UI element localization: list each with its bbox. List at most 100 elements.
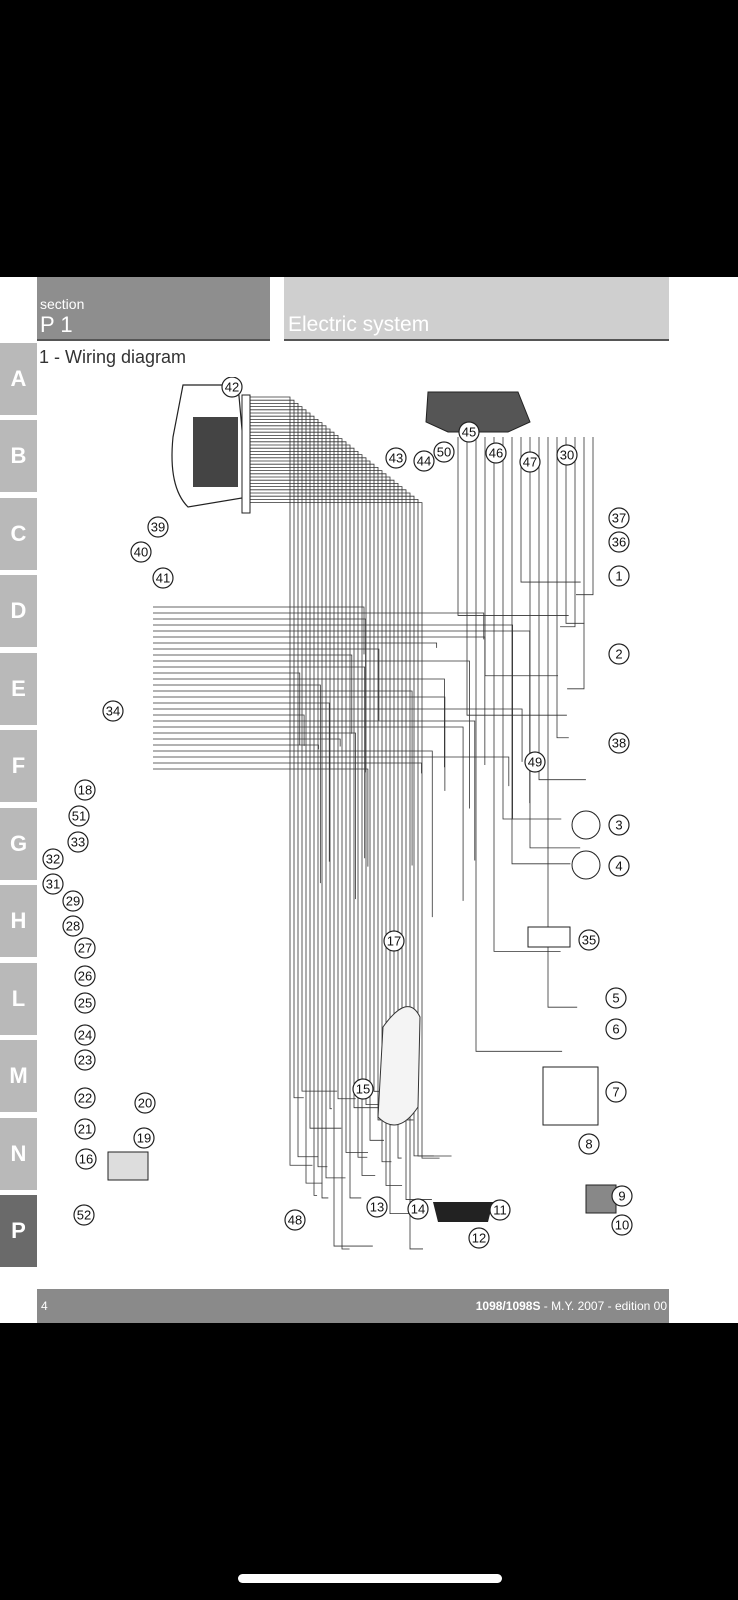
wire bbox=[153, 630, 531, 804]
wire bbox=[493, 437, 561, 952]
callout-7: 7 bbox=[605, 1081, 627, 1103]
callout-circle bbox=[605, 987, 627, 1009]
callout-22: 22 bbox=[74, 1087, 96, 1109]
diagram-title: 1 - Wiring diagram bbox=[39, 347, 187, 367]
callout-label: 19 bbox=[137, 1131, 151, 1146]
wire bbox=[250, 483, 402, 1159]
callout-42: 42 bbox=[221, 377, 243, 398]
callout-circle bbox=[42, 848, 64, 870]
wire bbox=[250, 492, 423, 1250]
wire bbox=[250, 419, 328, 1168]
fuel-tank-shape bbox=[377, 1006, 421, 1126]
wire bbox=[153, 696, 446, 791]
callout-2: 2 bbox=[608, 643, 630, 665]
callout-circle bbox=[608, 531, 630, 553]
callout-39: 39 bbox=[147, 516, 169, 538]
callout-circle bbox=[102, 700, 124, 722]
callout-circle bbox=[413, 450, 435, 472]
wire bbox=[565, 437, 585, 624]
tab-e[interactable]: E bbox=[0, 653, 37, 725]
wire bbox=[529, 437, 581, 849]
tab-c[interactable]: C bbox=[0, 498, 37, 570]
wire bbox=[250, 399, 304, 1099]
instrument-display bbox=[193, 417, 238, 487]
callout-43: 43 bbox=[385, 447, 407, 469]
wire bbox=[250, 473, 403, 1186]
section-label: section bbox=[40, 296, 85, 312]
callout-45: 45 bbox=[458, 421, 480, 443]
callout-19: 19 bbox=[133, 1127, 155, 1149]
callout-3: 3 bbox=[608, 814, 630, 836]
callout-label: 14 bbox=[411, 1202, 425, 1217]
callout-29: 29 bbox=[62, 890, 84, 912]
wire bbox=[250, 422, 329, 1199]
callout-20: 20 bbox=[134, 1092, 156, 1114]
callout-label: 33 bbox=[71, 835, 85, 850]
wire bbox=[484, 437, 559, 677]
callout-label: 2 bbox=[615, 647, 622, 662]
page-number: 4 bbox=[41, 1299, 48, 1313]
callout-label: 28 bbox=[66, 919, 80, 934]
callout-label: 32 bbox=[46, 852, 60, 867]
callout-label: 17 bbox=[387, 934, 401, 949]
callout-circle bbox=[134, 1092, 156, 1114]
callout-circle bbox=[407, 1198, 429, 1220]
callout-51: 51 bbox=[68, 805, 90, 827]
callout-label: 30 bbox=[560, 448, 574, 463]
tab-a[interactable]: A bbox=[0, 343, 37, 415]
callout-circle bbox=[152, 567, 174, 589]
wire bbox=[153, 720, 476, 861]
tab-d[interactable]: D bbox=[0, 575, 37, 647]
wire bbox=[153, 708, 523, 762]
tab-g[interactable]: G bbox=[0, 808, 37, 880]
callout-circle bbox=[74, 965, 96, 987]
callout-9: 9 bbox=[611, 1185, 633, 1207]
callout-label: 11 bbox=[493, 1203, 507, 1218]
callout-circle bbox=[74, 779, 96, 801]
callout-label: 51 bbox=[72, 809, 86, 824]
wire bbox=[153, 744, 319, 750]
callout-10: 10 bbox=[611, 1214, 633, 1236]
tab-h[interactable]: H bbox=[0, 885, 37, 957]
callout-23: 23 bbox=[74, 1049, 96, 1071]
callout-label: 45 bbox=[462, 425, 476, 440]
wire bbox=[153, 684, 321, 884]
wire bbox=[250, 499, 452, 1157]
tab-l[interactable]: L bbox=[0, 963, 37, 1035]
home-indicator[interactable] bbox=[238, 1574, 502, 1583]
wire bbox=[250, 396, 313, 1166]
tab-f[interactable]: F bbox=[0, 730, 37, 802]
callout-label: 10 bbox=[615, 1218, 629, 1233]
callout-14: 14 bbox=[407, 1198, 429, 1220]
model-name: 1098/1098S bbox=[475, 1299, 541, 1313]
callout-label: 29 bbox=[66, 894, 80, 909]
callout-label: 37 bbox=[612, 511, 626, 526]
callout-52: 52 bbox=[73, 1204, 95, 1226]
callout-label: 38 bbox=[612, 736, 626, 751]
fuse-box-shape bbox=[527, 926, 571, 948]
callout-18: 18 bbox=[74, 779, 96, 801]
callout-47: 47 bbox=[519, 451, 541, 473]
callout-circle bbox=[611, 1214, 633, 1236]
component-shapes bbox=[107, 384, 617, 1222]
wire bbox=[153, 612, 485, 640]
tab-b[interactable]: B bbox=[0, 420, 37, 492]
callout-26: 26 bbox=[74, 965, 96, 987]
wire bbox=[153, 666, 366, 859]
tab-p[interactable]: P bbox=[0, 1195, 37, 1267]
wire bbox=[153, 690, 413, 866]
callout-17: 17 bbox=[383, 930, 405, 952]
wire bbox=[466, 437, 567, 716]
callout-49: 49 bbox=[524, 751, 546, 773]
callout-circle bbox=[519, 451, 541, 473]
tab-m[interactable]: M bbox=[0, 1040, 37, 1112]
wire bbox=[538, 437, 586, 781]
callout-circle bbox=[130, 541, 152, 563]
tab-n[interactable]: N bbox=[0, 1118, 37, 1190]
wire bbox=[250, 438, 350, 1250]
callout-25: 25 bbox=[74, 992, 96, 1014]
wire bbox=[556, 437, 569, 739]
wire bbox=[250, 431, 373, 1247]
callout-label: 47 bbox=[523, 455, 537, 470]
